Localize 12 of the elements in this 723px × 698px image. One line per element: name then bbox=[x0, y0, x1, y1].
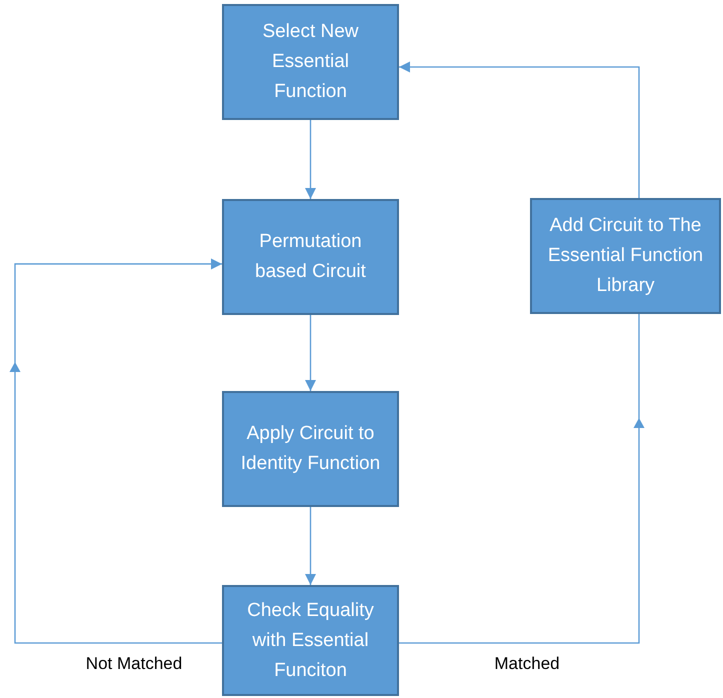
process-box bbox=[222, 391, 399, 507]
box-label: Check Equality with Essential Funciton bbox=[246, 598, 375, 682]
process-box bbox=[222, 585, 399, 696]
box-label: Select New Essential Function bbox=[261, 20, 360, 104]
process-box bbox=[222, 199, 399, 315]
edge-label: Not Matched bbox=[86, 654, 182, 674]
edge-label: Matched bbox=[494, 654, 560, 674]
box-label: Add Circuit to The Essential Function Library bbox=[546, 214, 704, 298]
box-label: Permutation based Circuit bbox=[254, 230, 367, 284]
box-label: Apply Circuit to Identity Function bbox=[240, 422, 382, 476]
process-box bbox=[530, 198, 721, 314]
process-box bbox=[222, 4, 399, 120]
